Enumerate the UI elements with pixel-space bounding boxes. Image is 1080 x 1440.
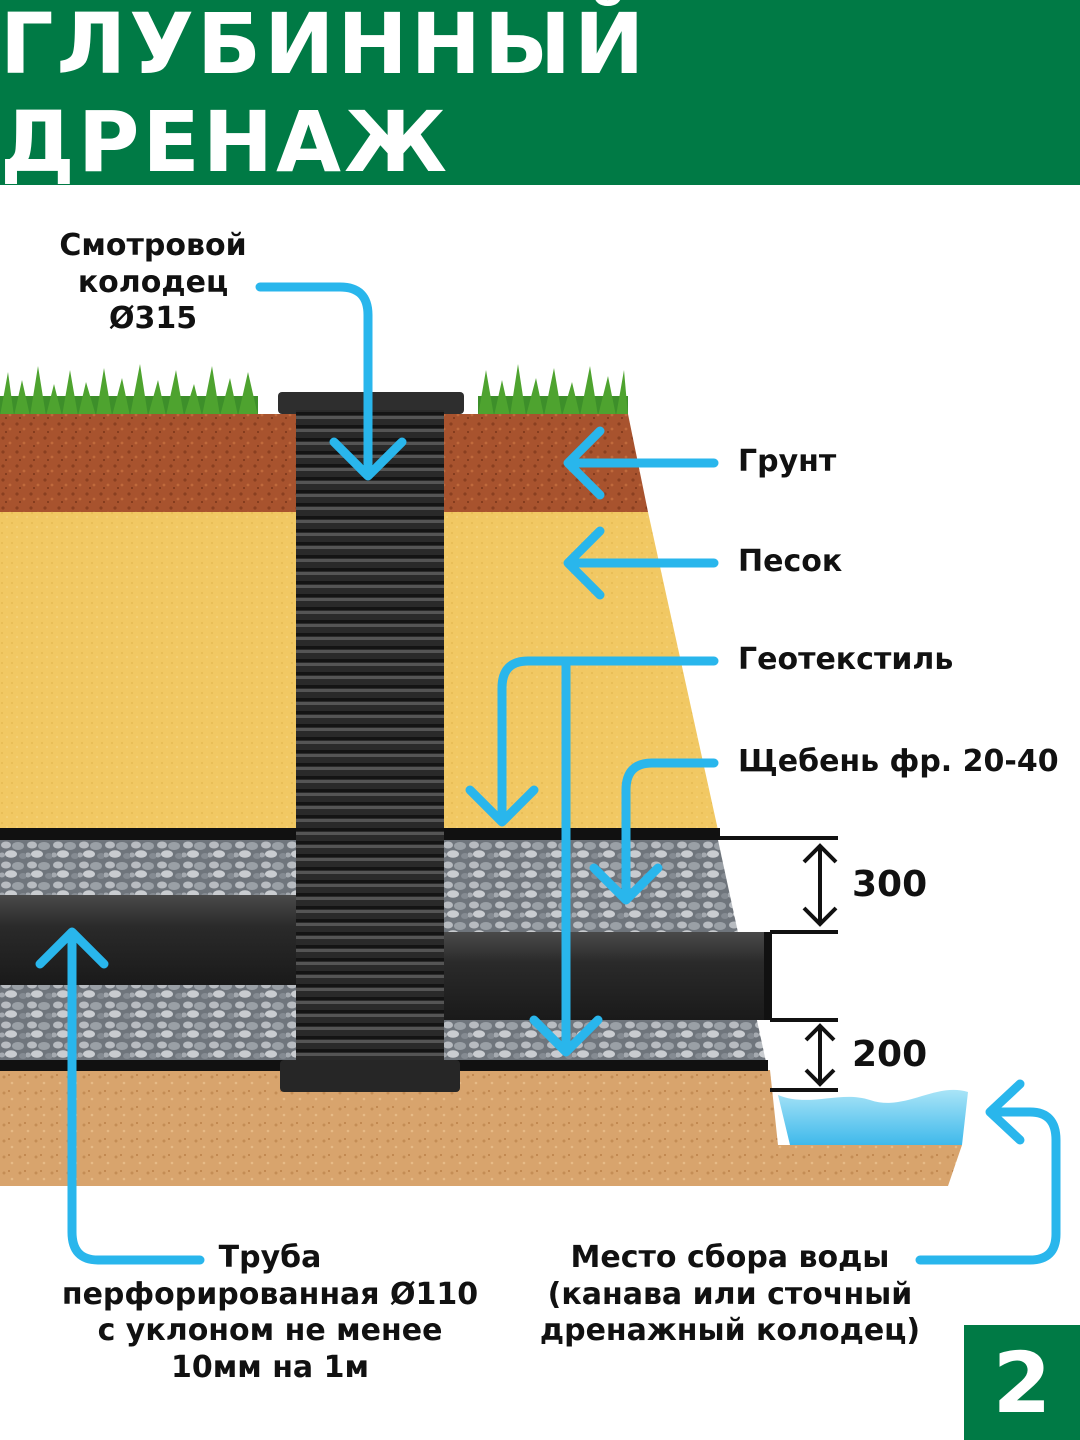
dimension-200-label: 200 [852, 1034, 928, 1075]
well-label: Смотровой колодец Ø315 [28, 228, 278, 338]
water-label-line1: Место сбора воды [570, 1240, 890, 1275]
pipe-arrow [35, 927, 205, 1265]
pipe-label-line3: с уклоном не менее [97, 1313, 443, 1349]
gravel-label: Щебень фр. 20-40 [738, 744, 1059, 779]
water-collection-area [778, 1089, 968, 1145]
geotextile-label: Геотекстиль [738, 642, 954, 677]
water-label-line3: дренажный колодец) [539, 1313, 921, 1349]
geotextile-arrow-bottom [529, 656, 603, 1057]
page-number-badge: 2 [964, 1325, 1080, 1440]
soil-arrow [563, 426, 719, 500]
pipe-label-line4: 10мм на 1м [170, 1349, 370, 1385]
water-arrow [915, 1079, 1061, 1265]
pipe-label-line1: Труба [218, 1240, 322, 1275]
dimension-markers [716, 836, 838, 1092]
well-label-line2: колодец [77, 264, 229, 300]
header-banner: ГЛУБИННЫЙ ДРЕНАЖ [0, 0, 1080, 191]
well-label-line1: Смотровой [59, 228, 247, 263]
page-title: ГЛУБИННЫЙ ДРЕНАЖ [0, 0, 648, 191]
sand-arrow [563, 526, 719, 600]
pipe-label-line2: перфорированная Ø110 [61, 1276, 479, 1312]
well-arrow [255, 282, 407, 481]
sand-label: Песок [738, 544, 843, 579]
geotextile-arrow-top [465, 656, 719, 827]
water-label-line2: (канава или сточный [547, 1276, 913, 1312]
water-label: Место сбора воды (канава или сточный дре… [520, 1240, 940, 1350]
grass-left [0, 364, 258, 416]
dimension-300-label: 300 [852, 864, 928, 905]
subsoil-layer [0, 1070, 962, 1186]
grass-right [478, 364, 628, 416]
soil-label: Грунт [738, 444, 837, 479]
gravel-arrow [589, 758, 719, 905]
well-label-line3: Ø315 [108, 301, 198, 337]
perforated-pipe-left [0, 895, 300, 985]
pipe-label: Труба перфорированная Ø110 с уклоном не … [20, 1240, 520, 1386]
perforated-pipe-right [444, 932, 770, 1020]
inspection-well [278, 392, 464, 1092]
